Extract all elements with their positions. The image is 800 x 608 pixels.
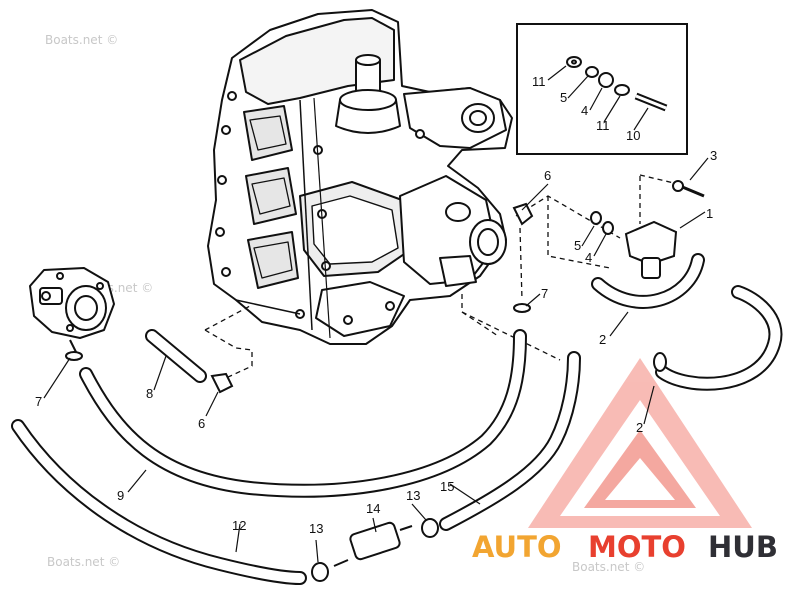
callout-2: 2 [599, 332, 606, 347]
primer-valve [624, 180, 705, 279]
callout-5: 5 [560, 90, 567, 105]
engine-block [207, 9, 513, 345]
callout-4: 4 [581, 103, 588, 118]
brand-word-auto: AUTO [472, 530, 562, 564]
callout-6: 6 [198, 416, 205, 431]
callout-15: 15 [440, 479, 454, 494]
elbow-fittings [210, 202, 534, 394]
callout-7: 7 [541, 286, 548, 301]
callout-11: 11 [532, 74, 546, 89]
fuel-filter [333, 521, 413, 567]
callout-13: 13 [406, 488, 420, 503]
callout-6: 6 [544, 168, 551, 183]
callout-1: 1 [706, 206, 713, 221]
callout-10: 10 [626, 128, 640, 143]
callout-5: 5 [574, 238, 581, 253]
logo-mark [528, 358, 752, 528]
callout-7: 7 [35, 394, 42, 409]
watermark-text: Boats.net © [47, 555, 120, 569]
callout-3: 3 [710, 148, 717, 163]
brand-word-hub: HUB [708, 530, 778, 564]
callout-13: 13 [309, 521, 323, 536]
brand-word-moto: MOTO [588, 530, 686, 564]
callout-2: 2 [636, 420, 643, 435]
callout-11: 11 [596, 118, 610, 133]
callout-9: 9 [117, 488, 124, 503]
watermark-text: Boats.net © [45, 33, 118, 47]
nut-washer-set [590, 211, 614, 235]
callout-labels: 1 2 2 3 4 4 5 5 6 6 7 7 8 9 10 11 11 12 … [35, 74, 717, 536]
callout-14: 14 [366, 501, 380, 516]
hose-clamps [65, 303, 667, 582]
brand-logo-text: AUTO MOTO HUB [472, 530, 778, 564]
callout-8: 8 [146, 386, 153, 401]
callout-leaders [43, 65, 709, 563]
fuel-pump [29, 267, 115, 353]
hoses [11, 253, 783, 585]
callout-4: 4 [585, 250, 592, 265]
watermark-text: Boats.net © [572, 560, 645, 574]
